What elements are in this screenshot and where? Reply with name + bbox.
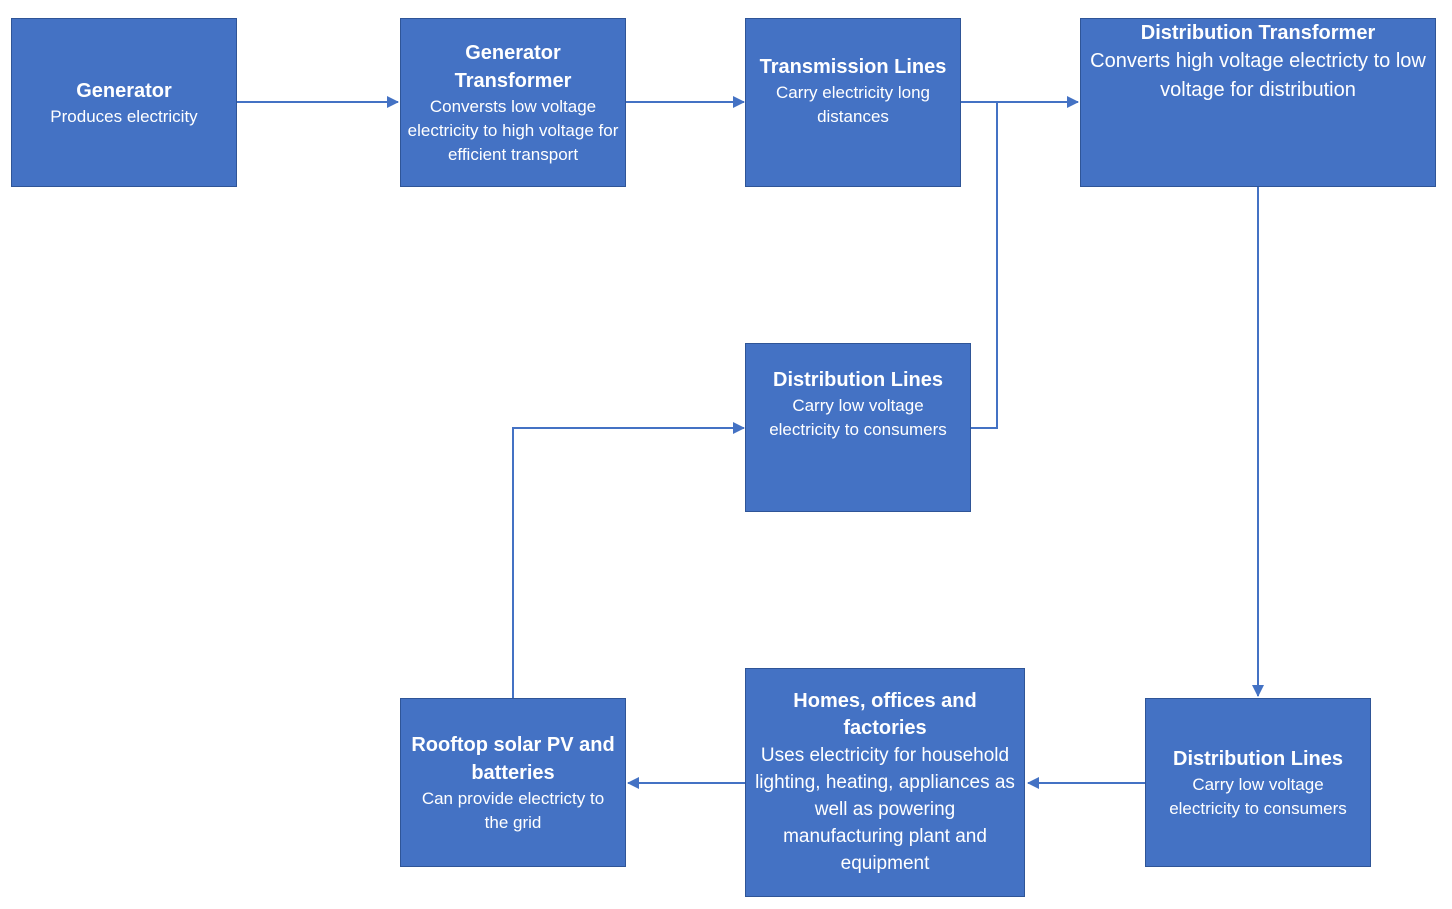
node-description: Can provide electricty to the grid bbox=[421, 788, 605, 832]
node-title: Generator Transformer bbox=[454, 41, 572, 92]
node-rooftop-solar: Rooftop solar PV and batteries Can provi… bbox=[400, 698, 626, 867]
node-title: Rooftop solar PV and batteries bbox=[411, 733, 615, 784]
node-title: Generator bbox=[76, 79, 172, 102]
node-title: Distribution Lines bbox=[773, 369, 943, 391]
node-generator: Generator Produces electricity bbox=[11, 18, 237, 187]
edge-rooftop-solar-to-distribution-lines-upper bbox=[512, 422, 745, 698]
node-distribution-lines-upper: Distribution Lines Carry low voltage ele… bbox=[745, 343, 971, 512]
node-description: Conversts low voltage electricity to hig… bbox=[407, 96, 619, 164]
edge-transmission-lines-to-distribution-lines-upper bbox=[971, 102, 998, 429]
node-distribution-lines-lower: Distribution Lines Carry low voltage ele… bbox=[1145, 698, 1371, 867]
node-description: Carry electricity long distances bbox=[776, 83, 930, 126]
node-description: Converts high voltage electricty to low … bbox=[1090, 50, 1426, 101]
node-title: Distribution Transformer bbox=[1140, 22, 1376, 44]
node-description: Carry low voltage electricity to consume… bbox=[769, 396, 947, 439]
node-description: Produces electricity bbox=[50, 106, 198, 126]
node-title: Transmission Lines bbox=[759, 56, 947, 78]
node-description: Carry low voltage electricity to consume… bbox=[1169, 774, 1347, 818]
node-title: Distribution Lines bbox=[1173, 747, 1343, 770]
node-title: Homes, offices and factories bbox=[793, 690, 977, 739]
node-homes-offices-factories: Homes, offices and factories Uses electr… bbox=[745, 668, 1025, 897]
node-distribution-transformer: Distribution Transformer Converts high v… bbox=[1080, 18, 1436, 187]
node-generator-transformer: Generator Transformer Conversts low volt… bbox=[400, 18, 626, 187]
node-transmission-lines: Transmission Lines Carry electricity lon… bbox=[745, 18, 961, 187]
node-description: Uses electricity for household lighting,… bbox=[755, 745, 1015, 874]
